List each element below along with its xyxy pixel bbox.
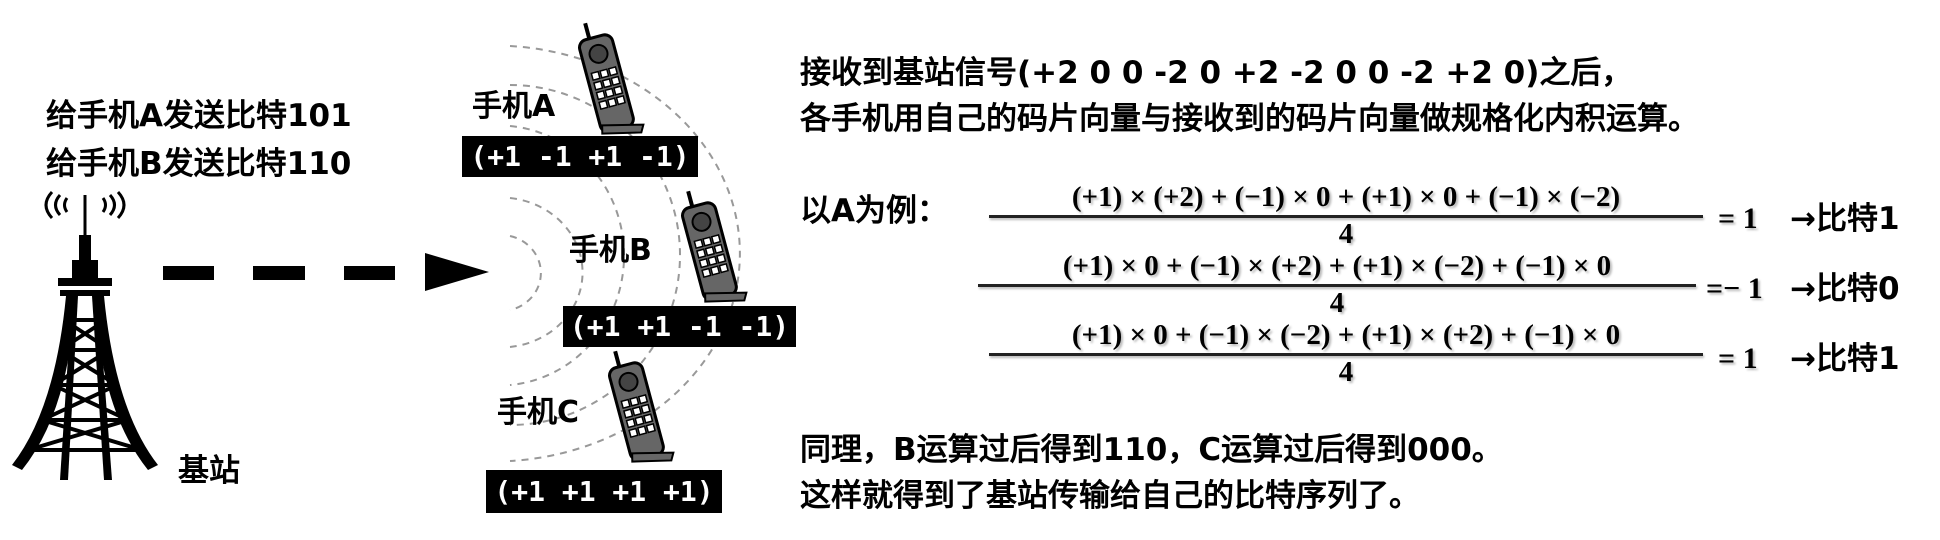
example-label: 以A为例： (800, 193, 948, 229)
explanation-line-2: 各手机用自己的码片向量与接收到的码片向量做规格化内积运算。 (800, 101, 1699, 137)
phone-a-label: 手机A (472, 89, 556, 124)
fraction-bar (978, 284, 1696, 288)
formula-1-bit: →比特1 (1790, 201, 1900, 237)
formula-3-numerator: (+1) × 0 + (−1) × (−2) + (+1) × (+2) + (… (1071, 319, 1621, 351)
formula-3: (+1) × 0 + (−1) × (−2) + (+1) × (+2) + (… (989, 320, 1703, 387)
phone-a-icon (578, 22, 645, 135)
explanation-line-1: 接收到基站信号(+2 0 0 -2 0 +2 -2 0 0 -2 +2 0)之后… (800, 55, 1633, 91)
formula-2: (+1) × 0 + (−1) × (+2) + (+1) × (−2) + (… (978, 251, 1696, 318)
dashed-arrow-icon (163, 253, 489, 291)
formula-2-bit: →比特0 (1790, 271, 1900, 307)
base-station-label: 基站 (178, 453, 240, 489)
formula-2-result: =− 1 (1706, 272, 1763, 305)
formula-1: (+1) × (+2) + (−1) × 0 + (+1) × 0 + (−1)… (989, 182, 1703, 249)
fraction-bar (989, 215, 1703, 219)
formula-1-denominator: 4 (1338, 218, 1354, 251)
send-b-text: 给手机B发送比特110 (46, 146, 352, 182)
formula-2-denominator: 4 (1329, 287, 1345, 320)
phone-c-chip-code: (+1 +1 +1 +1) (486, 470, 722, 513)
formula-3-denominator: 4 (1338, 356, 1354, 389)
formula-3-bit: →比特1 (1790, 341, 1900, 377)
phone-c-icon (608, 350, 675, 463)
conclusion-line-2: 这样就得到了基站传输给自己的比特序列了。 (800, 478, 1420, 514)
formula-3-result: = 1 (1718, 342, 1758, 375)
formula-1-numerator: (+1) × (+2) + (−1) × 0 + (+1) × 0 + (−1)… (1071, 181, 1621, 213)
phone-b-icon (681, 190, 748, 303)
conclusion-line-1: 同理，B运算过后得到110，C运算过后得到000。 (800, 432, 1503, 468)
phone-b-chip-code: (+1 +1 -1 -1) (563, 306, 796, 347)
base-station-tower-icon (12, 190, 158, 480)
formula-1-result: = 1 (1718, 202, 1758, 235)
phone-a-chip-code: (+1 -1 +1 -1) (462, 136, 698, 177)
signal-waves-icon (44, 190, 126, 220)
formula-2-numerator: (+1) × 0 + (−1) × (+2) + (+1) × (−2) + (… (1062, 250, 1612, 282)
send-a-text: 给手机A发送比特101 (46, 98, 352, 134)
fraction-bar (989, 353, 1703, 357)
phone-c-label: 手机C (497, 395, 580, 430)
phone-b-label: 手机B (569, 233, 652, 268)
